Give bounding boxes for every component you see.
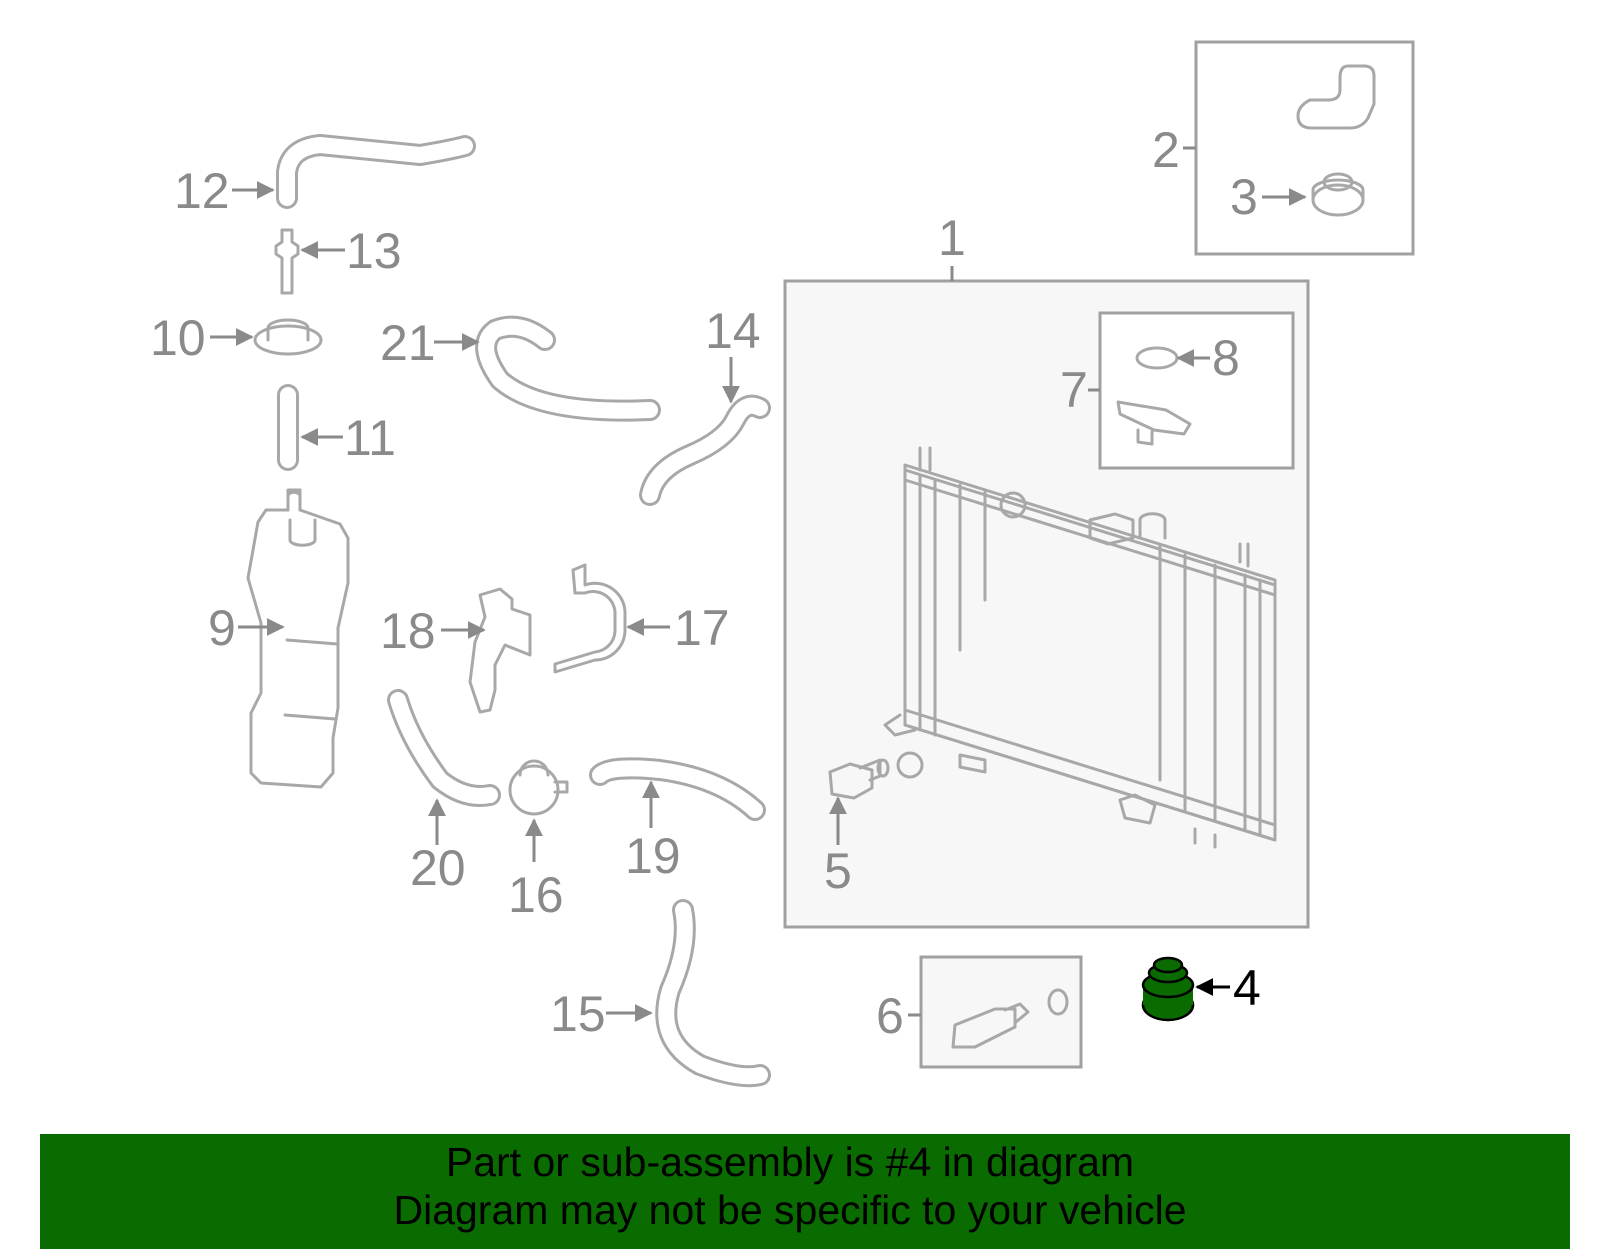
- bracket-17: [553, 563, 627, 674]
- callout-17: 17: [674, 600, 730, 656]
- callout-19: 19: [625, 828, 681, 884]
- callout-5: 5: [824, 843, 852, 899]
- callout-21: 21: [380, 315, 436, 371]
- callout-labels: 1 2 3 4 5 6 7 8 9 10 11 12 13 14 15 16 1…: [150, 122, 1261, 1044]
- radiator: [883, 446, 1277, 849]
- hose-21: [475, 315, 661, 422]
- callout-16: 16: [508, 867, 564, 923]
- callout-4[interactable]: 4: [1233, 960, 1261, 1016]
- callout-18: 18: [380, 603, 436, 659]
- kit-box-2: [1194, 40, 1415, 256]
- kit-2-parts: [1296, 64, 1376, 217]
- cap-kit-box-7: [1098, 311, 1295, 470]
- callout-3: 3: [1230, 169, 1258, 225]
- callout-10: 10: [150, 310, 206, 366]
- sensor: [951, 988, 1069, 1049]
- reservoir-cap-10: [253, 318, 323, 356]
- callout-12: 12: [174, 163, 230, 219]
- info-banner: Part or sub-assembly is #4 in diagram Di…: [40, 1134, 1570, 1249]
- callout-14: 14: [705, 303, 761, 359]
- callout-8: 8: [1212, 330, 1240, 386]
- callout-11: 11: [344, 410, 396, 466]
- hose-14: [639, 394, 771, 506]
- clip-13: [274, 228, 300, 295]
- callout-15: 15: [550, 986, 606, 1042]
- callout-13: 13: [346, 223, 402, 279]
- banner-line-1: Part or sub-assembly is #4 in diagram: [445, 1139, 1135, 1185]
- callout-1: 1: [938, 210, 966, 266]
- kit-box-6: [919, 955, 1083, 1069]
- bracket-18: [468, 587, 532, 714]
- callout-6: 6: [876, 988, 904, 1044]
- callout-20: 20: [410, 840, 466, 896]
- callout-9: 9: [208, 600, 236, 656]
- callout-7: 7: [1060, 362, 1088, 418]
- banner-line-2: Diagram may not be specific to your vehi…: [393, 1187, 1187, 1233]
- hose-20: [387, 689, 501, 807]
- drain-plug: [828, 758, 890, 800]
- upper-hose-12: [276, 134, 476, 209]
- reservoir-tank-9: [246, 488, 350, 789]
- lower-hose-15: [655, 899, 771, 1088]
- callout-2: 2: [1152, 122, 1180, 178]
- leader-lines: [210, 146, 1307, 1022]
- hose-19: [589, 757, 766, 821]
- valve-16: [508, 759, 569, 816]
- highlighted-grommet[interactable]: [1141, 956, 1195, 1022]
